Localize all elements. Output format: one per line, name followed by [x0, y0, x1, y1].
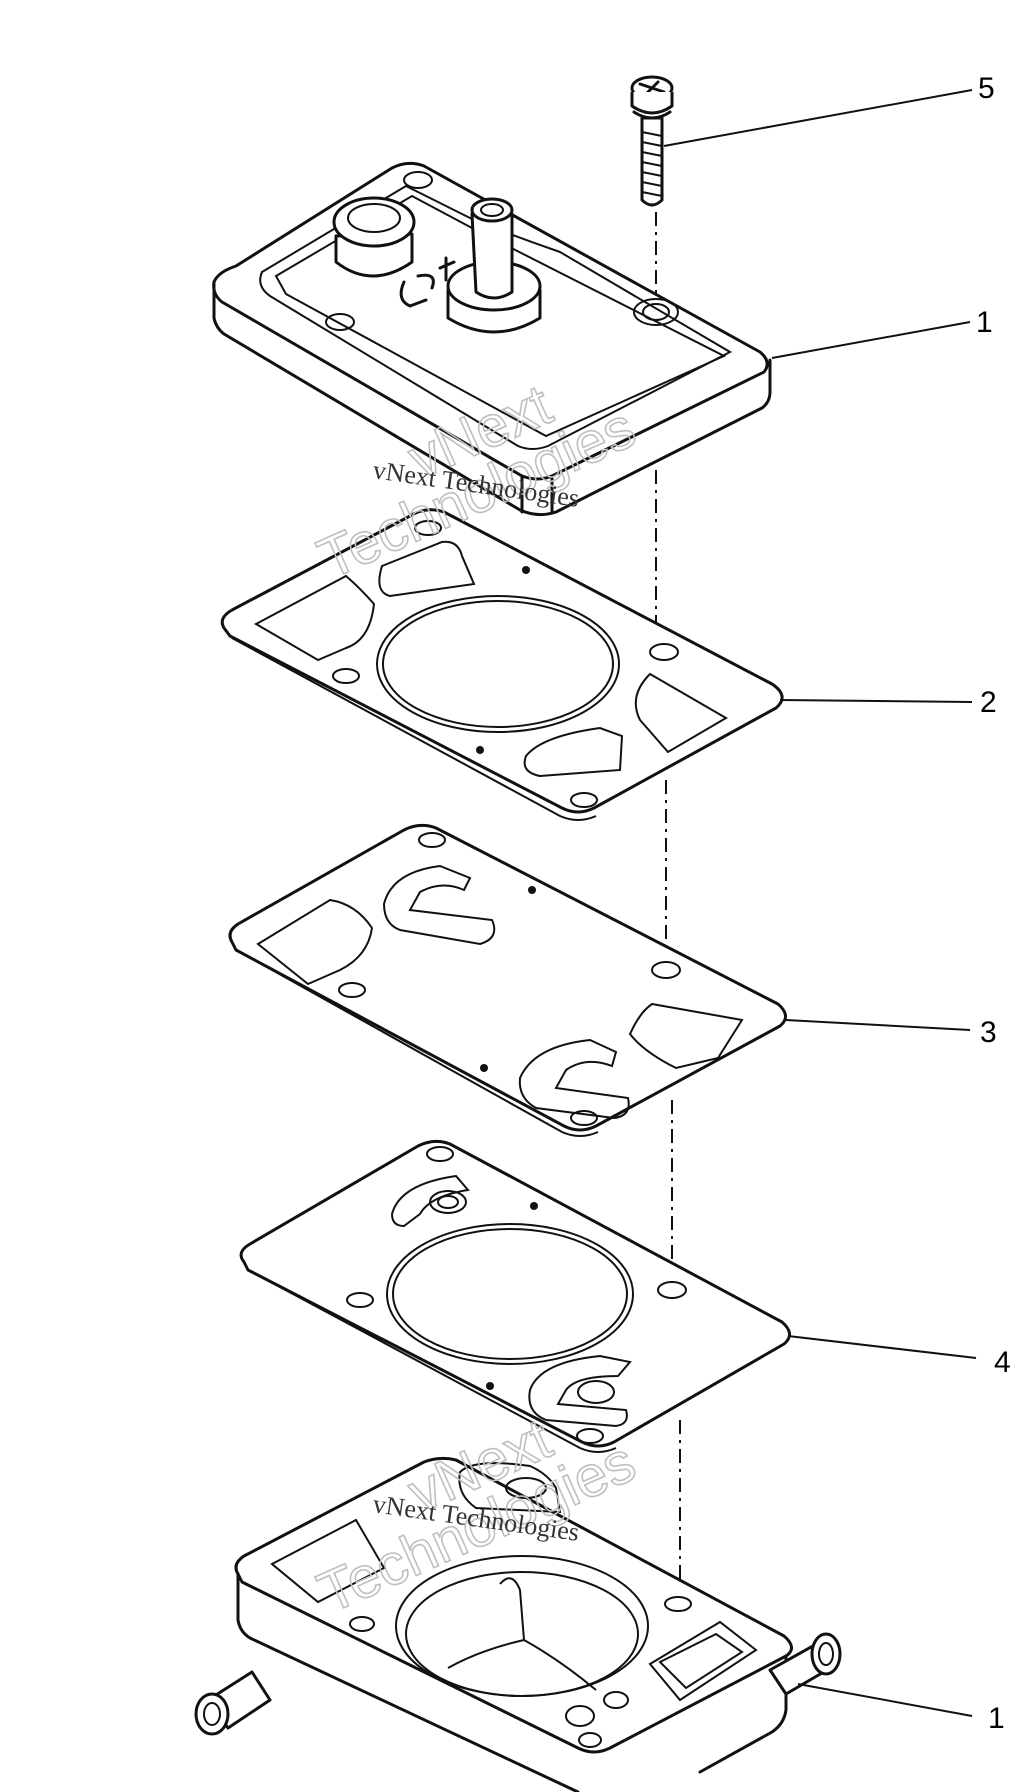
- callout-2: 2: [980, 686, 997, 719]
- alignment-line: [655, 212, 681, 1620]
- callout-1-body: 1: [988, 1702, 1005, 1735]
- leader-lines: [663, 89, 977, 1717]
- pump-body-part: [194, 1456, 842, 1792]
- callout-4: 4: [994, 1346, 1011, 1379]
- diaphragm-part: [228, 823, 787, 1137]
- callout-3: 3: [980, 1016, 997, 1049]
- callout-1-cover: 1: [976, 306, 993, 339]
- gasket-upper-part: [220, 508, 784, 821]
- callout-5: 5: [978, 72, 995, 105]
- gasket-lower-part: [239, 1139, 791, 1453]
- cover-part: [212, 161, 772, 517]
- bolt-part: [630, 75, 674, 207]
